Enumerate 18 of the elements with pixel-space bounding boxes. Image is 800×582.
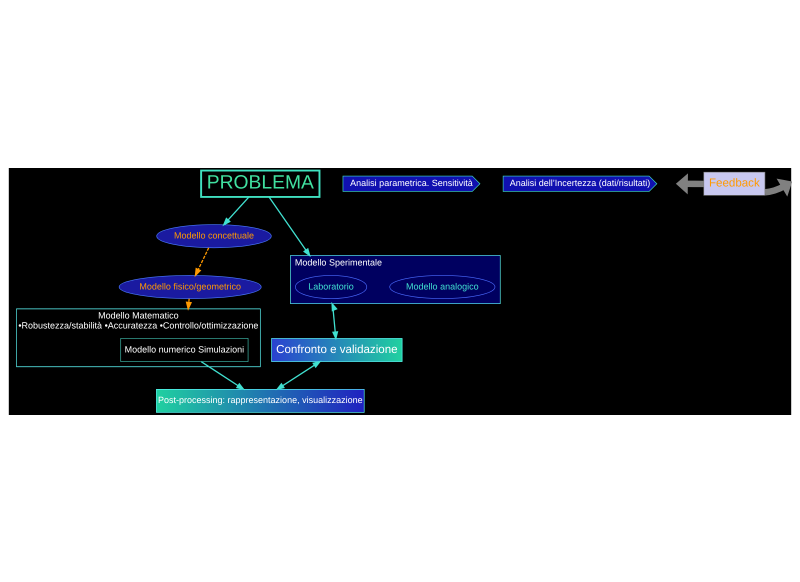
arrow	[331, 301, 338, 340]
arrow	[764, 178, 792, 196]
arrow	[200, 360, 246, 390]
node-ellipse: Laboratorio	[295, 274, 368, 298]
arrow	[676, 172, 704, 194]
arrow	[186, 298, 192, 310]
node-ellipse: Modello concettuale	[156, 224, 272, 248]
node-box: PROBLEMA	[200, 169, 320, 198]
node-ellipse: Modello analogico	[389, 274, 496, 298]
node-ellipse: Modello fisico/geometrico	[118, 274, 262, 298]
node-box: Modello numerico Simulazioni	[120, 338, 248, 362]
arrow	[276, 360, 322, 390]
node-box: Post-processing: rappresentazione, visualizzazione	[156, 388, 364, 412]
arrow	[194, 247, 210, 277]
node-box: Feedback	[703, 171, 766, 196]
arrow	[268, 196, 311, 257]
node-box: Confronto e validazione	[271, 338, 402, 362]
arrow	[222, 196, 250, 226]
